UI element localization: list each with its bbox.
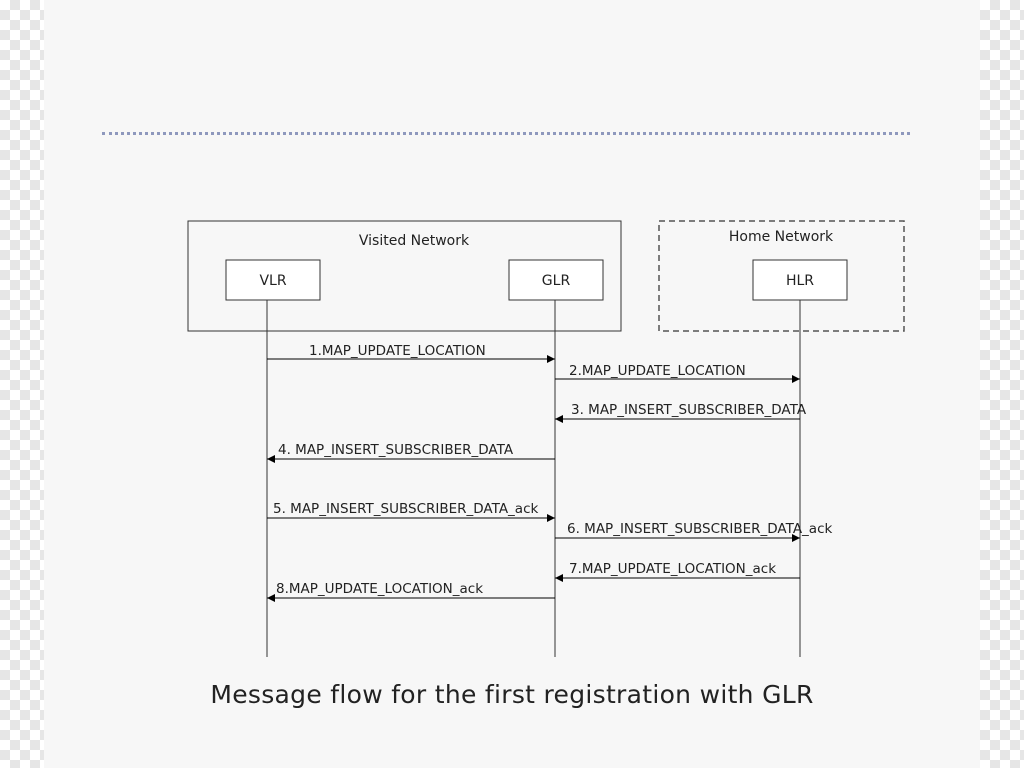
message-label-7: 7.MAP_UPDATE_LOCATION_ack (569, 561, 776, 577)
slide-canvas (44, 0, 980, 768)
hlr-box (752, 259, 848, 301)
home-network-label: Home Network (729, 229, 834, 245)
message-label-1: 1.MAP_UPDATE_LOCATION (309, 343, 486, 359)
message-label-4: 4. MAP_INSERT_SUBSCRIBER_DATA (278, 442, 514, 458)
home-network-box (658, 220, 905, 332)
message-label-5: 5. MAP_INSERT_SUBSCRIBER_DATA_ack (273, 501, 538, 517)
vlr-box (225, 259, 321, 301)
message-label-3: 3. MAP_INSERT_SUBSCRIBER_DATA (571, 402, 807, 418)
visited-network-box (187, 220, 622, 332)
message-label-8: 8.MAP_UPDATE_LOCATION_ack (276, 581, 483, 597)
visited-network-label: Visited Network (359, 233, 470, 249)
vlr-label: VLR (259, 273, 286, 289)
message-label-6: 6. MAP_INSERT_SUBSCRIBER_DATA_ack (567, 521, 832, 537)
glr-box (508, 259, 604, 301)
dotted-divider (102, 132, 910, 135)
diagram-caption: Message flow for the first registration … (210, 680, 814, 709)
hlr-label: HLR (786, 273, 814, 289)
message-label-2: 2.MAP_UPDATE_LOCATION (569, 363, 746, 379)
glr-label: GLR (542, 273, 571, 289)
